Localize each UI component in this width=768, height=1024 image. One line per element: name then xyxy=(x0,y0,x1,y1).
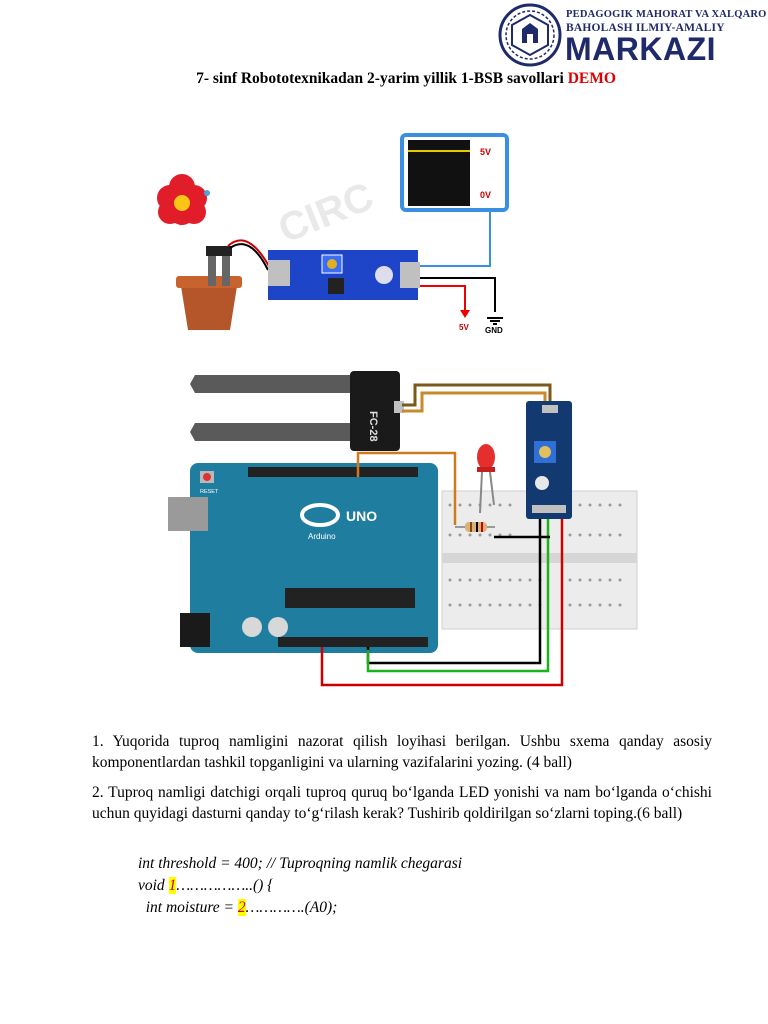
code-line-3-suffix: ………….(A0); xyxy=(245,899,338,916)
emblem-icon xyxy=(498,3,562,67)
reset-label: RESET xyxy=(200,489,219,495)
flower-pot-image xyxy=(157,174,242,330)
soil-probe-small xyxy=(206,237,273,286)
title-demo: DEMO xyxy=(567,70,616,87)
logo-line-1: PEDAGOGIK MAHORAT VA XALQARO xyxy=(566,9,767,20)
watermark-text: CIRC xyxy=(272,174,379,251)
arduino-wiring-figure: FC-28 xyxy=(168,371,638,687)
title-text: 7- sinf Robototexnikadan 2-yarim yillik … xyxy=(196,70,568,87)
board-brand-label: Arduino xyxy=(308,532,336,541)
code-line-3-prefix: int moisture = xyxy=(138,899,238,916)
code-line-2: void 1……………..() { xyxy=(138,875,273,897)
oscilloscope-display: 5V 0V xyxy=(400,133,509,212)
output-gnd-label: GND xyxy=(485,326,503,335)
blank-2-marker: 2 xyxy=(237,899,246,916)
output-5v-label: 5V xyxy=(459,323,469,332)
code-line-2-prefix: void xyxy=(138,877,169,894)
sensor-module xyxy=(268,250,420,300)
scope-label-5v: 5V xyxy=(480,147,491,157)
logo-line-2: BAHOLASH ILMIY-AMALIY xyxy=(566,22,725,34)
arduino-uno-board: RESET UNO Arduino xyxy=(168,463,438,653)
probe-label: FC-28 xyxy=(367,411,379,442)
institution-logo: PEDAGOGIK MAHORAT VA XALQARO BAHOLASH IL… xyxy=(498,3,768,67)
fc28-probe: FC-28 xyxy=(190,371,404,451)
question-2: 2. Tuproq namligi datchigi orqali tuproq… xyxy=(92,784,712,822)
scope-label-0v: 0V xyxy=(480,190,491,200)
page-title: 7- sinf Robototexnikadan 2-yarim yillik … xyxy=(0,70,768,88)
sensor-circuit-figure: CIRC 5V 0V xyxy=(157,133,509,335)
resistor-component xyxy=(455,522,495,532)
code-line-1: int threshold = 400; // Tuproqning namli… xyxy=(138,855,463,872)
blank-1-marker: 1 xyxy=(168,877,177,894)
moisture-sensor-module xyxy=(526,401,572,519)
code-line-2-suffix: ……………..() { xyxy=(176,877,274,894)
logo-main-text: MARKAZI xyxy=(565,31,717,67)
board-uno-label: UNO xyxy=(346,508,377,524)
led-component xyxy=(477,444,495,514)
question-1: 1. Yuqorida tuproq namligini nazorat qil… xyxy=(92,733,712,771)
code-line-3: int moisture = 2………….(A0); xyxy=(138,897,337,919)
